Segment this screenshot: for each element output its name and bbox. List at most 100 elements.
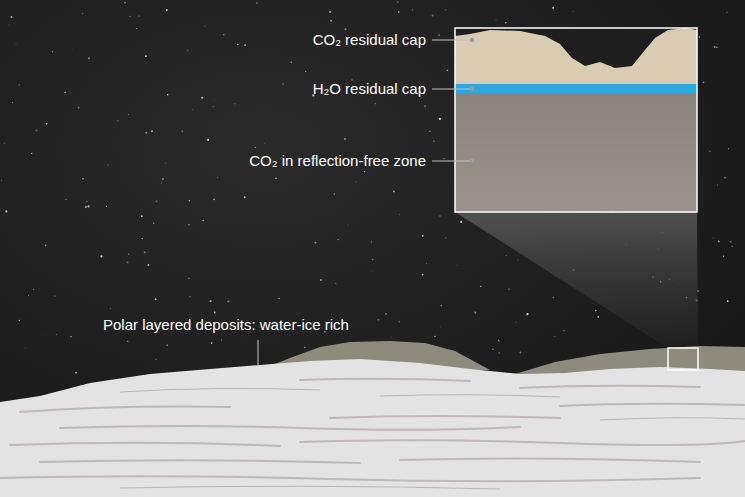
- star: [10, 16, 12, 18]
- star: [244, 196, 246, 198]
- star: [82, 178, 84, 180]
- star: [201, 97, 203, 99]
- star: [88, 57, 90, 59]
- star: [730, 241, 731, 242]
- star: [398, 11, 400, 13]
- star: [563, 330, 564, 331]
- star: [213, 98, 215, 100]
- star: [255, 147, 256, 148]
- star: [375, 103, 377, 105]
- polar-ice: [0, 359, 745, 497]
- star: [364, 171, 365, 172]
- star: [82, 13, 84, 15]
- star: [155, 358, 157, 360]
- star: [425, 263, 427, 265]
- star: [291, 62, 292, 63]
- star: [78, 107, 80, 109]
- star: [424, 105, 426, 107]
- star: [726, 12, 727, 13]
- star: [443, 158, 444, 159]
- star: [188, 278, 189, 279]
- star: [335, 283, 337, 285]
- star: [724, 177, 726, 179]
- star: [712, 237, 714, 239]
- star: [728, 148, 729, 149]
- star: [371, 271, 373, 273]
- star: [145, 132, 147, 134]
- star: [141, 238, 142, 239]
- star: [398, 321, 400, 323]
- star: [714, 46, 716, 48]
- star: [227, 300, 229, 302]
- star: [206, 98, 208, 100]
- star: [397, 1, 399, 3]
- star: [71, 49, 73, 51]
- inset-frame: [455, 28, 697, 212]
- star: [8, 24, 10, 26]
- star: [495, 19, 497, 21]
- star: [460, 221, 462, 223]
- star: [35, 129, 37, 131]
- star: [439, 215, 441, 217]
- star: [25, 347, 27, 349]
- star: [160, 182, 162, 184]
- star: [320, 279, 322, 281]
- star: [344, 138, 346, 140]
- star: [189, 200, 191, 202]
- star: [87, 205, 89, 207]
- star: [204, 25, 206, 27]
- star: [505, 22, 507, 24]
- star: [141, 215, 143, 217]
- star: [100, 255, 102, 257]
- star: [75, 372, 77, 374]
- star: [129, 16, 130, 17]
- star: [499, 341, 500, 342]
- star: [151, 130, 153, 132]
- star: [213, 198, 215, 200]
- star: [445, 9, 446, 10]
- star: [126, 262, 128, 264]
- star: [127, 114, 129, 116]
- star: [315, 242, 317, 244]
- layer-label: CO₂ in reflection-free zone: [249, 152, 426, 170]
- star: [526, 314, 528, 316]
- star: [552, 296, 554, 298]
- star: [440, 326, 441, 327]
- star: [505, 255, 507, 257]
- star: [305, 71, 306, 72]
- star: [237, 44, 239, 46]
- region-label: Polar layered deposits: water-ice rich: [103, 316, 349, 334]
- star: [188, 224, 190, 226]
- star: [1, 180, 2, 181]
- star: [52, 51, 53, 52]
- star: [378, 319, 380, 321]
- star: [717, 184, 718, 185]
- star: [554, 336, 555, 337]
- star: [434, 336, 435, 337]
- star: [371, 241, 373, 243]
- star: [572, 11, 574, 13]
- star: [234, 103, 235, 104]
- star: [595, 310, 596, 311]
- star: [264, 143, 265, 144]
- star: [4, 143, 5, 144]
- star: [117, 120, 118, 121]
- star: [147, 264, 149, 266]
- layer-streaks: [0, 379, 745, 482]
- inset-layers: [455, 28, 697, 212]
- star: [107, 164, 108, 165]
- star: [177, 31, 179, 33]
- star: [333, 193, 335, 195]
- star: [155, 200, 157, 202]
- star: [372, 259, 373, 260]
- star: [517, 259, 518, 260]
- star: [391, 336, 393, 338]
- star: [429, 131, 430, 132]
- star: [282, 83, 284, 85]
- star: [337, 239, 339, 241]
- star: [244, 44, 246, 46]
- star: [344, 28, 346, 30]
- star: [127, 341, 128, 342]
